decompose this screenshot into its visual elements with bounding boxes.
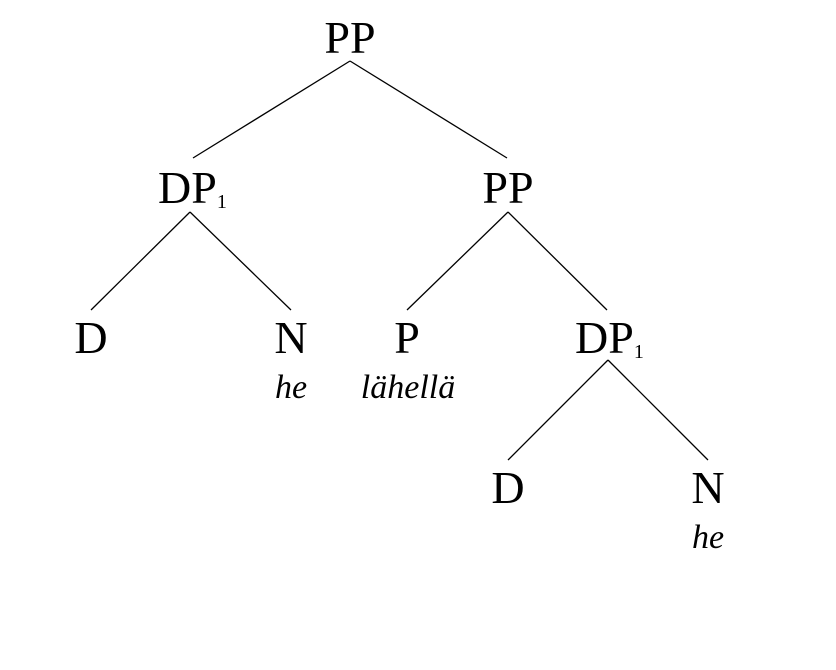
node-root-pp: PP (324, 12, 375, 63)
node-dp1-left: DP1 (158, 162, 227, 213)
node-dp1-left-label: DP (158, 162, 217, 213)
node-n-left: N (274, 312, 307, 363)
word-he-left: he (275, 369, 307, 406)
branch-dp1-to-n (189, 211, 292, 311)
branch-pp-to-pp (349, 60, 508, 159)
node-pp-right: PP (482, 162, 533, 213)
branch-dp1r-to-n (607, 359, 709, 461)
branch-pp-to-dp1-right (507, 211, 608, 311)
branch-pp-to-p (406, 211, 509, 311)
node-n-right: N (691, 462, 724, 513)
node-dp1-right: DP1 (575, 312, 644, 363)
branch-pp-to-dp1 (192, 60, 351, 159)
node-d-right: D (491, 462, 524, 513)
node-dp1-left-index: 1 (217, 191, 227, 213)
node-p: P (394, 312, 420, 363)
word-lahella: lähellä (361, 369, 455, 406)
node-dp1-right-label: DP (575, 312, 634, 363)
node-dp1-right-index: 1 (634, 341, 644, 363)
branch-dp1r-to-d (507, 359, 609, 461)
node-d-left: D (74, 312, 107, 363)
branch-dp1-to-d (90, 211, 191, 311)
word-he-right: he (692, 519, 724, 556)
